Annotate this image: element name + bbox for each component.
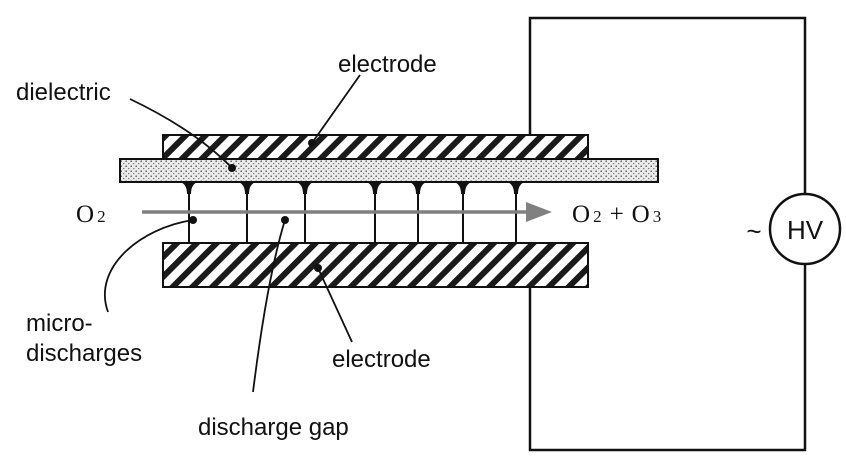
ac-symbol: ~ bbox=[746, 216, 761, 246]
label-electrode-top: electrode bbox=[338, 51, 437, 78]
filament-root-4 bbox=[366, 182, 384, 194]
outlet-subscript-3: 3 bbox=[653, 207, 662, 226]
pointer-lines bbox=[104, 74, 361, 393]
outlet-subscript-2: 2 bbox=[593, 207, 602, 226]
filament-root-3 bbox=[296, 182, 314, 194]
pointer-micro-discharges bbox=[104, 219, 194, 313]
pointer-discharge-gap bbox=[252, 219, 286, 393]
pointer-dot-electrode-top bbox=[308, 139, 316, 147]
pointer-dot-discharge-gap bbox=[281, 216, 289, 224]
inlet-subscript: 2 bbox=[97, 207, 106, 226]
filament-root-2 bbox=[238, 182, 256, 194]
dielectric-layer bbox=[119, 158, 659, 183]
label-micro-discharges-line1: micro- bbox=[26, 310, 93, 337]
micro-discharge-filaments bbox=[180, 182, 525, 243]
flow-arrow-head bbox=[526, 202, 552, 222]
filament-root-7 bbox=[507, 182, 525, 194]
hv-circle bbox=[768, 192, 842, 266]
pointer-dot-dielectric bbox=[228, 164, 236, 172]
filament-root-5 bbox=[409, 182, 427, 194]
outlet-o2: O bbox=[572, 201, 590, 228]
pointer-electrode-top bbox=[311, 74, 361, 144]
label-micro-discharges-line2: discharges bbox=[26, 340, 142, 367]
gas-flow-arrow bbox=[142, 202, 552, 222]
bottom-electrode bbox=[162, 242, 589, 288]
hv-label: HV bbox=[787, 215, 824, 245]
label-dielectric: dielectric bbox=[16, 79, 111, 106]
filament-root-6 bbox=[454, 182, 472, 194]
pointer-dielectric bbox=[129, 98, 233, 169]
bottom-wire bbox=[528, 265, 807, 452]
pointer-dot-micro-discharges bbox=[189, 216, 197, 224]
pointer-dots bbox=[189, 139, 322, 272]
outlet-o3: O bbox=[632, 201, 650, 228]
outlet-plus: + bbox=[610, 201, 624, 228]
inlet-o: O bbox=[76, 201, 94, 228]
pointer-dot-electrode-bottom bbox=[314, 264, 322, 272]
top-wire bbox=[528, 16, 807, 193]
filament-root-1 bbox=[180, 182, 198, 194]
label-electrode-bottom: electrode bbox=[332, 346, 431, 373]
top-electrode bbox=[162, 134, 589, 160]
pointer-electrode-bottom bbox=[317, 267, 353, 343]
circuit-wires bbox=[528, 16, 807, 452]
label-discharge-gap: discharge gap bbox=[198, 414, 349, 441]
hv-source: HV ~ bbox=[746, 192, 842, 266]
